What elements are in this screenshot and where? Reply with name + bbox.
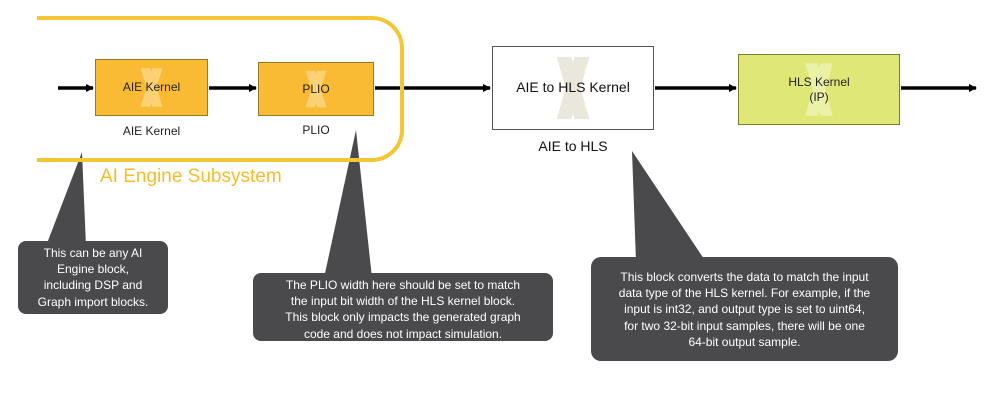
aie-note-line: Graph import blocks. xyxy=(37,294,149,309)
hls-kernel-block[interactable]: HLS Kernel (IP) xyxy=(738,54,900,125)
converter-note-bubble xyxy=(591,257,898,361)
xilinx-logo-icon xyxy=(805,63,833,116)
plio-note-line: code and does not impact simulation. xyxy=(303,326,503,341)
aie-note-line: This can be any AI xyxy=(43,246,143,260)
plio-caption: PLIO xyxy=(302,123,330,137)
plio-note-line: This block only impacts the generated gr… xyxy=(285,310,521,325)
converter-note-line: This block converts the data to match th… xyxy=(620,270,869,284)
hls-kernel-block-label: HLS Kernel (IP) xyxy=(788,75,849,105)
aie-to-hls-block[interactable]: AIE to HLS Kernel xyxy=(492,46,654,130)
converter-note-line: input is int32, and output type is set t… xyxy=(624,302,865,317)
plio-note-bubble xyxy=(253,273,553,341)
converter-note-line: for two 32-bit input samples, there will… xyxy=(624,318,865,333)
aie-to-hls-block-label: AIE to HLS Kernel xyxy=(516,79,630,96)
aie-kernel-block-label: AIE Kernel xyxy=(122,80,181,94)
plio-block[interactable]: PLIO xyxy=(258,62,374,116)
plio-note-line: The PLIO width here should be set to mat… xyxy=(285,278,521,292)
plio-block-label: PLIO xyxy=(302,81,330,96)
aie-kernel-block[interactable]: AIE Kernel xyxy=(95,59,208,116)
aie-note-line: Engine block, xyxy=(56,262,130,277)
aie-note-bubble xyxy=(18,241,168,314)
aie-note-pointer xyxy=(46,152,86,246)
converter-note-line: 64-bit output sample. xyxy=(688,334,801,349)
converter-note-text: This block converts the data to match th… xyxy=(591,269,898,350)
plio-note-text: The PLIO width here should be set to mat… xyxy=(253,277,553,342)
converter-note-pointer xyxy=(632,151,706,262)
ai-engine-subsystem-label: AI Engine Subsystem xyxy=(100,166,282,187)
aie-note-line: including DSP and xyxy=(43,278,143,293)
aie-to-hls-caption: AIE to HLS xyxy=(538,138,608,154)
ai-engine-subsystem-frame xyxy=(37,16,404,162)
xilinx-logo-icon xyxy=(140,68,163,107)
hls-kernel-label-line2: (IP) xyxy=(809,89,829,104)
plio-note-line: the input bit width of the HLS kernel bl… xyxy=(290,294,516,309)
aie-kernel-caption: AIE Kernel xyxy=(122,124,181,138)
plio-note-pointer xyxy=(324,130,372,278)
hls-kernel-label-line1: HLS Kernel xyxy=(788,74,850,89)
aie-note-text: This can be any AI Engine block, includi… xyxy=(18,245,168,310)
xilinx-logo-icon xyxy=(305,70,327,108)
converter-note-line: data type of the HLS kernel. For example… xyxy=(618,286,871,301)
xilinx-logo-icon xyxy=(556,56,590,120)
